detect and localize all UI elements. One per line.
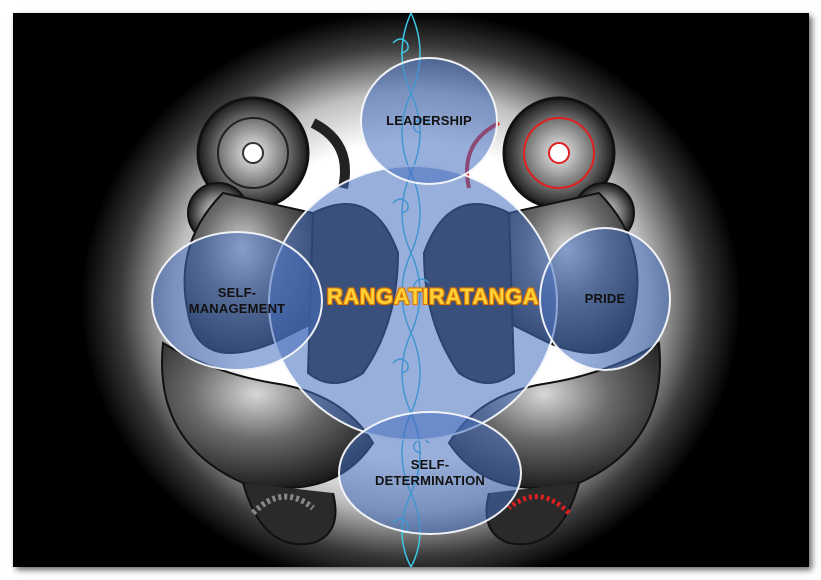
node-pride-label: PRIDE bbox=[584, 291, 626, 306]
center-label: RANGATIRATANGA bbox=[326, 284, 540, 309]
node-leadership: LEADERSHIP bbox=[360, 57, 498, 185]
node-self-determination: SELF- DETERMINATION bbox=[338, 411, 522, 535]
node-pride: PRIDE bbox=[539, 227, 671, 371]
diagram-frame: LEADERSHIP SELF- MANAGEMENT PRIDE SELF- … bbox=[13, 13, 809, 567]
node-leadership-label: LEADERSHIP bbox=[386, 113, 472, 128]
node-self-management-label: SELF- MANAGEMENT bbox=[188, 285, 286, 316]
node-self-management: SELF- MANAGEMENT bbox=[151, 231, 323, 371]
node-self-determination-label: SELF- DETERMINATION bbox=[375, 457, 485, 488]
